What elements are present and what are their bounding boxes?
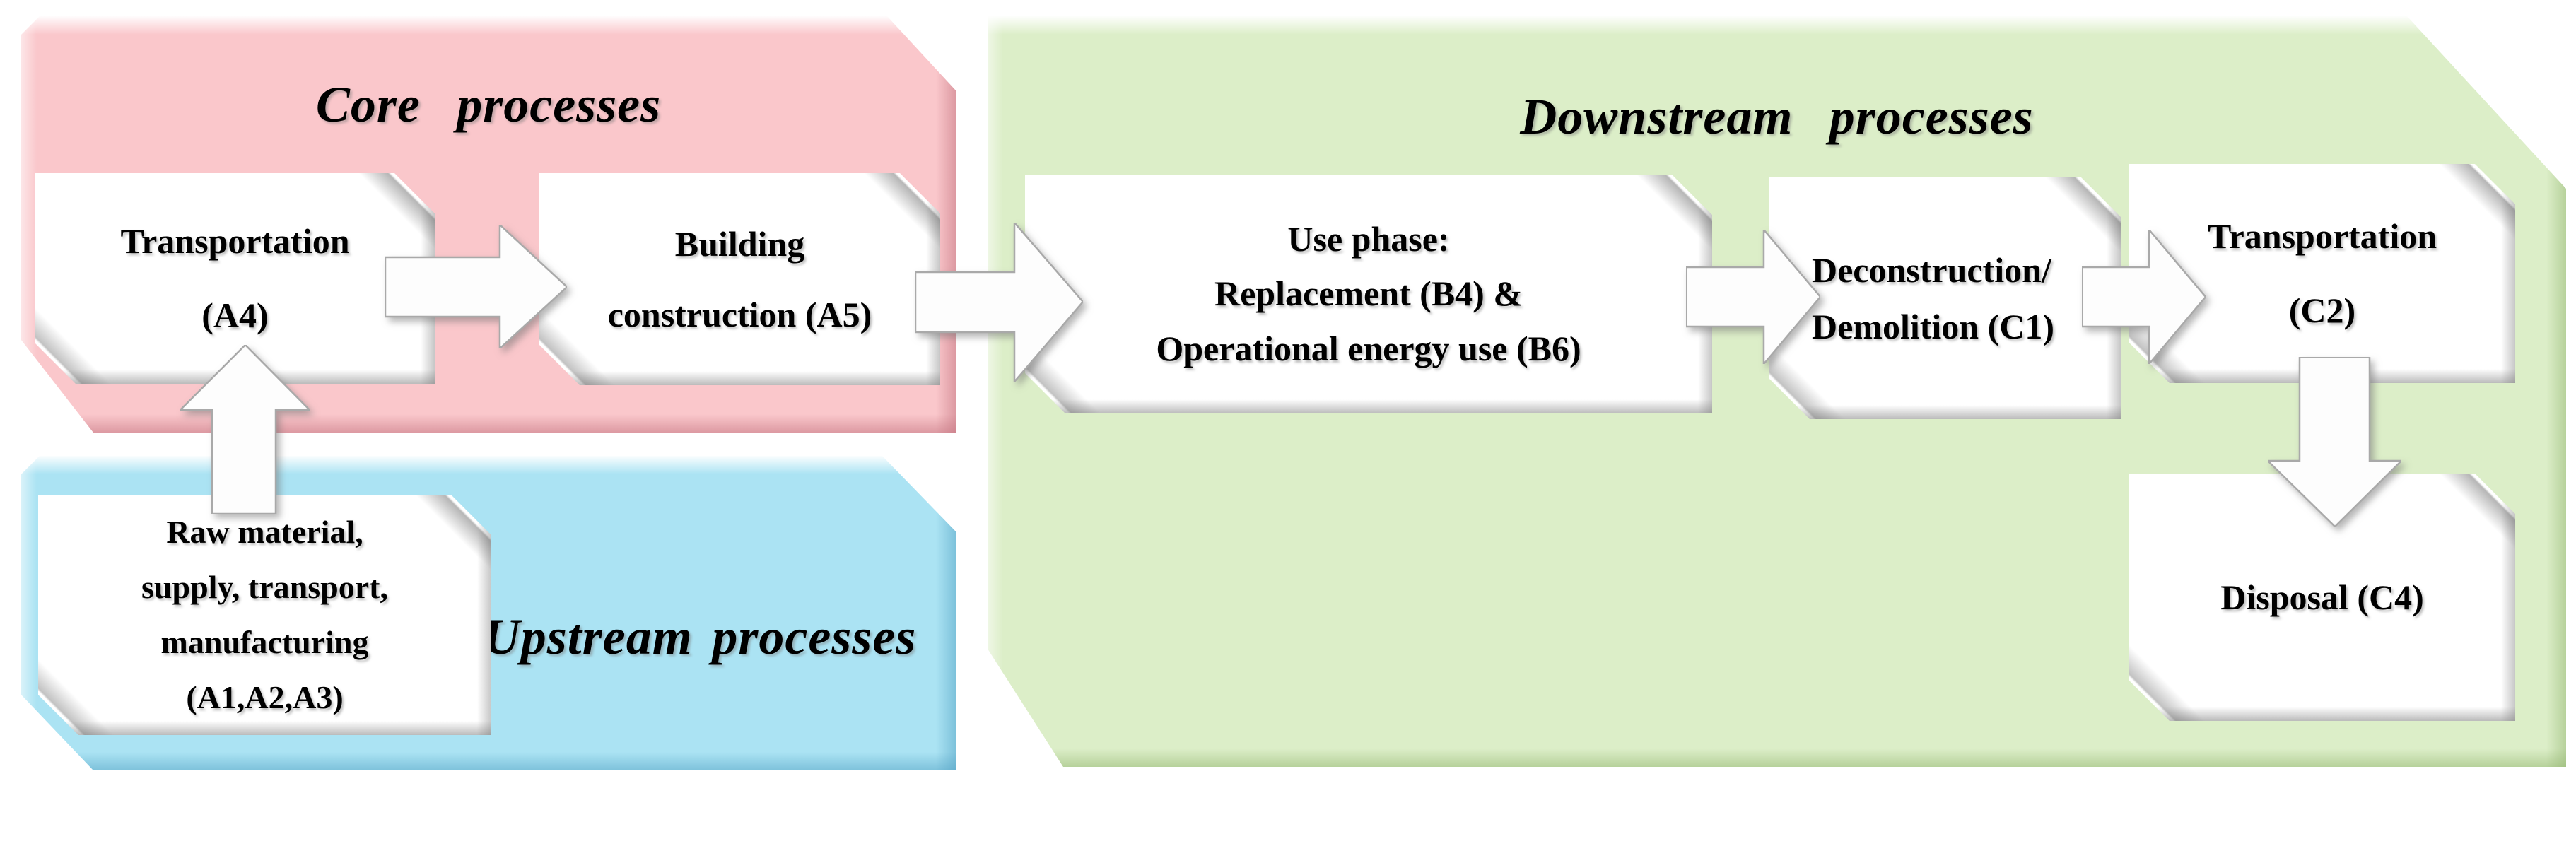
box-label-line: (A4): [201, 295, 269, 335]
arrow-right-a5-to-use-phase-icon: [915, 223, 1083, 382]
box-use-phase-b4-b6: Use phase: Replacement (B4) & Operationa…: [1025, 175, 1712, 413]
arrow-right-use-phase-to-c1-icon: [1686, 230, 1820, 364]
arrow-up-raw-to-a4-icon: [180, 345, 310, 514]
box-label: Building construction (A5): [539, 208, 940, 350]
box-label: Transportation (A4): [35, 204, 435, 353]
box-building-construction-a5: Building construction (A5): [539, 173, 940, 385]
box-label-line: (A1,A2,A3): [186, 679, 344, 716]
box-label-line: Transportation: [120, 221, 350, 261]
box-label-line: Disposal (C4): [2220, 577, 2424, 617]
box-label-line: construction (A5): [607, 295, 872, 334]
box-label: Transportation (C2): [2129, 199, 2515, 348]
box-label: Deconstruction/ Demolition (C1): [1769, 242, 2121, 355]
core-processes-title: Core processes: [315, 76, 662, 133]
box-label: Use phase: Replacement (B4) & Operationa…: [1025, 212, 1712, 377]
arrow-right-c1-to-c2-icon: [2082, 230, 2206, 364]
box-label-line: Demolition (C1): [1812, 306, 2054, 346]
arrow-right-a4-to-a5-icon: [385, 225, 567, 348]
box-label-line: Use phase:: [1287, 218, 1450, 259]
arrow-down-c2-to-disposal-icon: [2268, 357, 2401, 527]
box-label: Disposal (C4): [2129, 577, 2515, 618]
box-label-line: Deconstruction/: [1812, 249, 2051, 290]
box-label: Raw material, supply, transport, manufac…: [38, 505, 491, 726]
upstream-processes-title: Upstream processes: [483, 609, 917, 665]
box-deconstruction-demolition-c1: Deconstruction/ Demolition (C1): [1769, 177, 2121, 419]
box-label-line: Replacement (B4) &: [1214, 274, 1523, 314]
downstream-processes-title: Downstream processes: [1520, 88, 2034, 145]
box-label-line: Operational energy use (B6): [1156, 328, 1581, 368]
box-label-line: supply, transport,: [141, 568, 388, 605]
box-label-line: manufacturing: [160, 624, 369, 660]
box-label-line: Raw material,: [166, 513, 363, 550]
box-label-line: Transportation: [2207, 216, 2437, 256]
box-raw-material-a1a2a3: Raw material, supply, transport, manufac…: [38, 495, 491, 735]
box-label-line: (C2): [2288, 290, 2356, 330]
box-label-line: Building: [674, 224, 805, 264]
